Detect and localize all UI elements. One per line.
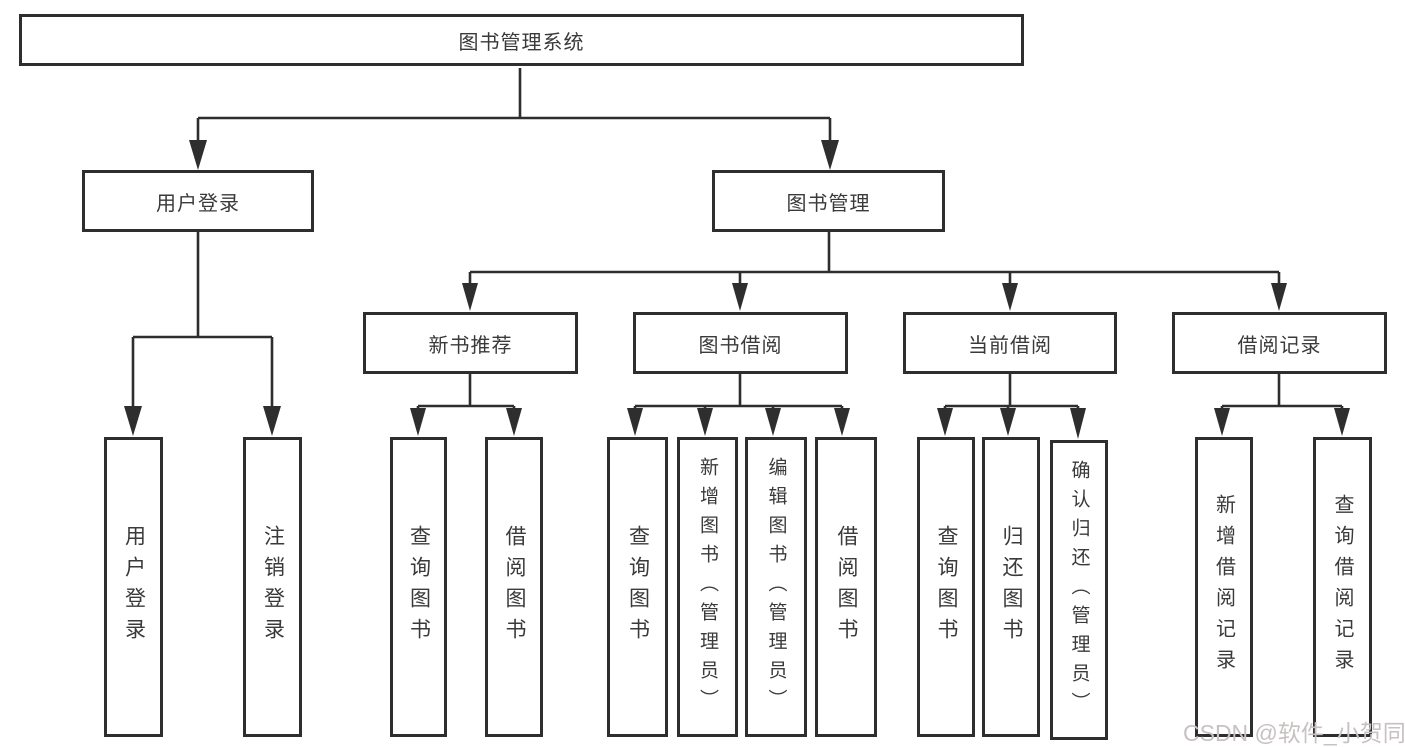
connector-bookborrow-to-leaves [633,374,844,410]
connector-root-to-level2 [196,68,832,142]
leaf-rec-query-books: 查询图书 [390,437,447,737]
node-user-login-label: 用户登录 [156,192,240,215]
node-borrow-records: 借阅记录 [1172,312,1387,374]
node-current-borrow: 当前借阅 [903,312,1117,374]
leaf-cb-return-books: 归还图书 [982,437,1040,737]
leaf-rr-add-record-label: 新增借阅记录 [1212,494,1235,680]
node-book-borrow: 图书借阅 [633,312,848,374]
leaf-rec-query-books-label: 查询图书 [407,525,431,649]
leaf-cb-return-books-label: 归还图书 [1000,525,1023,649]
node-current-borrow-label: 当前借阅 [968,334,1052,357]
node-book-mgmt-label: 图书管理 [786,192,871,215]
leaf-rr-query-record: 查询借阅记录 [1313,437,1372,737]
node-book-borrow-label: 图书借阅 [698,334,783,357]
leaf-bb-add-books: 新增图书（管理员） [677,437,738,737]
node-borrow-records-label: 借阅记录 [1237,334,1322,357]
leaf-rr-query-record-label: 查询借阅记录 [1331,494,1353,680]
node-root: 图书管理系统 [19,14,1024,66]
leaf-rr-add-record: 新增借阅记录 [1195,437,1253,737]
leaf-logout: 注销登录 [243,437,302,737]
connector-bookmgmt-to-level3 [468,232,1281,285]
node-root-label: 图书管理系统 [458,31,585,54]
leaf-rec-borrow-books-label: 借阅图书 [503,525,526,649]
connector-newbookrec-to-leaves [416,374,516,410]
csdn-watermark: CSDN @软件_小贺同学 [1183,720,1405,746]
node-book-mgmt: 图书管理 [712,170,945,232]
leaf-cb-confirm-return-label: 确认归还（管理员） [1068,459,1090,721]
leaf-bb-add-books-label: 新增图书（管理员） [697,456,718,718]
leaf-bb-edit-books-label: 编辑图书（管理员） [765,456,787,718]
connector-borrowrecords-to-leaves [1220,374,1344,410]
connector-currentborrow-to-leaves [943,374,1080,410]
arrowheads [124,140,1350,439]
node-user-login: 用户登录 [82,170,314,232]
leaf-bb-edit-books: 编辑图书（管理员） [745,437,807,737]
leaf-bb-borrow-books: 借阅图书 [815,437,877,737]
leaf-cb-confirm-return: 确认归还（管理员） [1050,440,1108,740]
leaf-cb-query-books: 查询图书 [917,437,975,737]
leaf-bb-query-books: 查询图书 [607,437,668,737]
leaf-cb-query-books-label: 查询图书 [935,525,958,649]
node-new-book-rec-label: 新书推荐 [428,334,513,357]
leaf-bb-query-books-label: 查询图书 [626,525,650,649]
node-new-book-rec: 新书推荐 [363,312,578,374]
connector-userlogin-to-leaves [131,232,274,408]
leaf-user-login-label: 用户登录 [122,525,146,649]
leaf-user-login: 用户登录 [104,437,163,737]
leaf-logout-label: 注销登录 [261,525,285,649]
leaf-bb-borrow-books-label: 借阅图书 [835,525,858,649]
leaf-rec-borrow-books: 借阅图书 [485,437,543,737]
